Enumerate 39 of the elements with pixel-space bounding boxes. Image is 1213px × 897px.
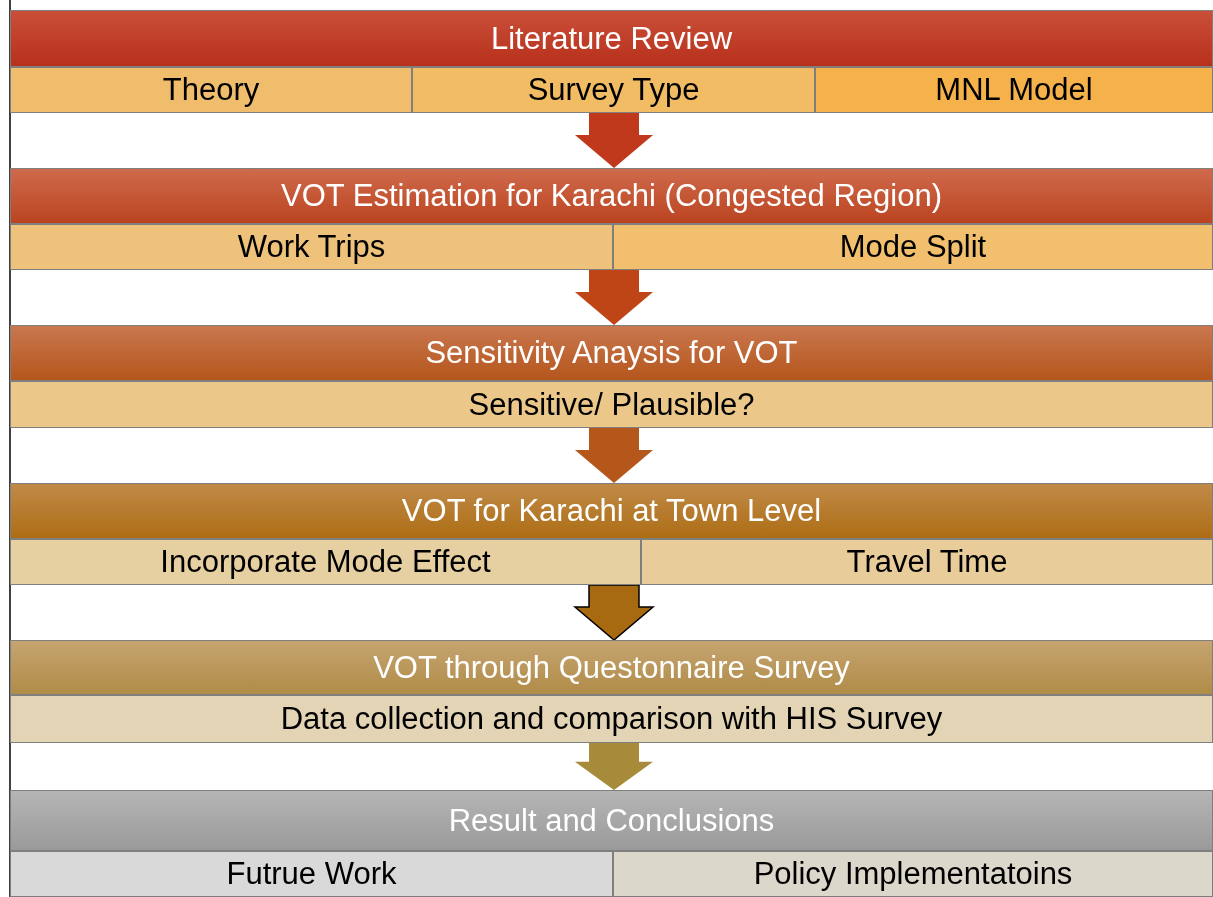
block-arrow [575,428,653,483]
stage-header-band [10,325,1213,381]
stage-item-label: Mode Split [839,229,987,265]
stage-item-label: Work Trips [237,229,386,265]
stage-item-label: Futrue Work [226,856,397,892]
stage-item-cell [613,851,1213,897]
block-arrow [572,584,656,641]
stage-title: VOT through Questonnaire Survey [373,649,850,686]
stage-item-label: Data collection and comparison with HIS Survey [280,701,943,737]
stage-header-band [10,640,1213,695]
stage-item-cell [10,539,641,585]
stage-item-cell [412,67,815,113]
stage-item-cell [641,539,1213,585]
stage-header-band [10,483,1213,539]
stage-item-label: Travel Time [846,544,1008,580]
block-arrow [575,270,653,325]
stage-header-band [10,10,1213,67]
stage-item-cell [10,381,1213,428]
stage-title: Literature Review [490,20,733,57]
stage-item-cell [10,851,613,897]
stage-item-cell [10,224,613,270]
stage-item-label: Policy Implementatoins [753,856,1073,892]
stage-item-label: Incorporate Mode Effect [160,544,491,580]
stage-title: Sensitivity Anaysis for VOT [425,335,798,371]
stage-header-band [10,790,1213,851]
stage-item-label: Sensitive/ Plausible? [468,386,755,423]
stage-item-label: Theory [162,72,260,108]
stage-title: VOT for Karachi at Town Level [401,493,822,529]
block-arrow [575,743,653,790]
stage-item-label: MNL Model [935,72,1093,108]
stage-title: VOT Estimation for Karachi (Congested Region) [280,178,943,214]
block-arrow [575,113,653,168]
stage-item-cell [815,67,1213,113]
stage-title: Result and Conclusions [448,802,775,839]
stage-item-label: Survey Type [527,72,700,108]
stage-item-cell [10,67,412,113]
stage-item-cell [10,695,1213,743]
stage-item-cell [613,224,1213,270]
stage-header-band [10,168,1213,224]
